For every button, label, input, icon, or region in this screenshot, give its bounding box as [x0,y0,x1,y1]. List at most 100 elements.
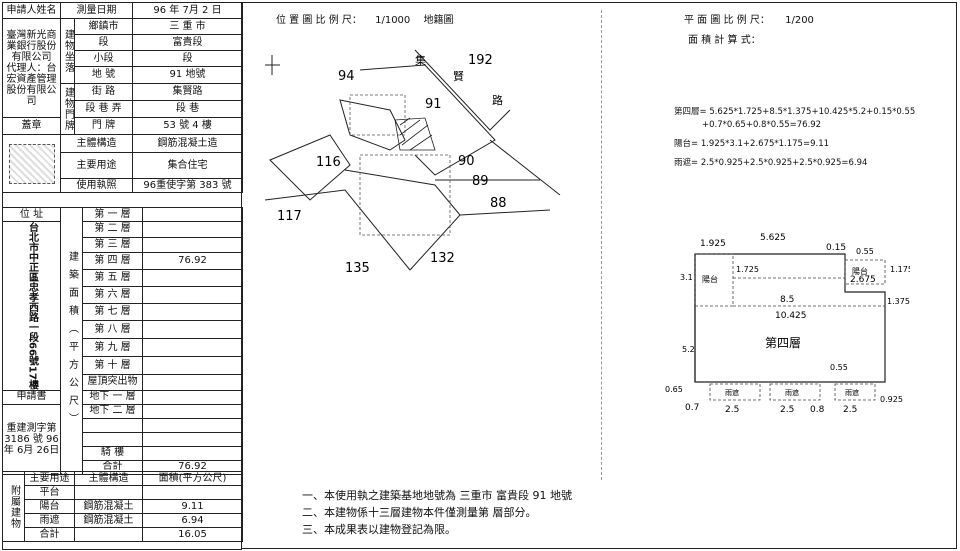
township: 三 重 市 [132,18,243,35]
dimension-label: 0.55 [830,363,848,372]
subsection-label: 小段 [74,50,133,67]
area-calc-label: 面 積 計 算 式： [688,35,761,46]
area-formulas: 第四層= 5.625*1.725+8.5*1.375+10.425*5.2+0.… [674,106,915,170]
floor-label-2: 第 三 層 [82,236,143,254]
canopy-label: 雨遮 [785,388,799,397]
number: 53 號 4 樓 [132,117,243,135]
canopy-area [834,383,876,401]
dimension-label: 5.2 [682,345,695,354]
north-arrow-icon [265,55,280,75]
attached-area-0 [142,485,243,500]
dimension-label: 2.675 [850,275,876,285]
balcony-label: 陽台 [702,274,718,284]
floor-plan: 1.925 5.625 0.15 0.55 3.1 1.725 2.675 1.… [665,233,910,415]
drawing-frame [241,2,957,549]
floor-value-0 [142,207,243,222]
dimension-label: 0.7 [685,403,699,413]
lot-number: 94 [338,69,355,84]
floor-label-15: 騎 樓 [82,445,143,461]
floor-label-7: 第 八 層 [82,320,143,340]
road-label: 賢 [453,70,464,83]
formula-line: 雨遮= 2.5*0.925+2.5*0.925+2.5*0.925=6.94 [674,158,868,168]
attached-area-3: 16.05 [142,527,243,542]
floor-plan-title: 平 面 圖 比 例 尺： [684,15,770,26]
floor-label-12: 地下 二 層 [82,403,143,419]
attached-area-2: 6.94 [142,513,243,528]
road-label: 集 [415,53,426,67]
lot-number: 90 [458,154,475,169]
floor-label-14 [82,431,143,447]
attached-use-0: 平台 [24,485,75,500]
lot-number: 117 [277,209,302,224]
attached-label: 附屬建物 [2,471,25,542]
lot-boundary [269,134,351,201]
applicant-name-text: 臺灣新光商業銀行股份有限公司 [6,29,57,63]
street: 集賢路 [132,83,243,101]
township-label: 鄉鎮市 [74,18,133,35]
canopy-area [709,383,761,401]
dimension-label: 2.5 [725,405,739,415]
attached-structure-3 [74,527,143,542]
floor-label-5: 第 六 層 [82,285,143,304]
use: 集合住宅 [132,152,243,179]
floor-value-10 [142,374,243,391]
survey-date: 96 年 7月 2 日 [132,2,243,19]
applicant-block: 申請人姓名 測量日期 96 年 7月 2 日 臺灣新光商業銀行股份有限公司 代理… [2,2,243,193]
floor-value-13 [142,417,243,433]
floor-value-3: 76.92 [142,252,243,271]
floor-value-2 [142,236,243,254]
permit-label: 使用執照 [60,178,133,193]
use-label: 主要用途 [60,152,133,179]
attached-structure-1: 鋼筋混凝土 [74,499,143,514]
area-divider [733,277,885,307]
dimension-label: 5.625 [760,233,786,243]
floor-value-7 [142,320,243,340]
floor-label-13 [82,417,143,433]
attached-area-1: 9.11 [142,499,243,514]
floor-value-9 [142,356,243,376]
floor-label-3: 第 四 層 [82,252,143,271]
road-label: 路 [492,94,503,107]
location-map-scale: 1/1000 [375,15,411,26]
road-line [414,49,511,131]
street-label: 街 路 [74,83,133,101]
building-outline [359,154,451,236]
attached-header-structure: 主體構造 [74,471,143,486]
balcony-label: 陽台 [852,266,868,276]
attached-header-use: 主要用途 [24,471,75,486]
floor-label-9: 第 十 層 [82,356,143,376]
lane: 段 巷 [132,100,243,118]
floor-value-4 [142,269,243,287]
note-line: 三、本成果表以建物登記為限。 [302,523,456,536]
dimension-label: 0.15 [826,243,846,253]
lot-boundary [359,64,496,176]
hatch-lines [399,117,433,151]
dimension-label: 2.5 [843,405,857,415]
floor-label-8: 第 九 層 [82,338,143,358]
lot-boundary [344,169,461,271]
canopy-area [769,383,821,401]
lot-number: 89 [472,174,489,189]
applicant-name: 臺灣新光商業銀行股份有限公司 代理人：台宏資產管理股份有限公司 [2,18,61,118]
survey-date-label: 測量日期 [60,2,133,19]
floor-value-15 [142,445,243,461]
dimension-label: 0.8 [810,405,825,415]
structure: 鋼筋混凝土造 [132,134,243,153]
attached-structure-0 [74,485,143,500]
floor-value-11 [142,389,243,405]
area-header: 建築面積（平方公尺） [60,207,83,475]
notes: 一、本使用執之建築基地地號為 三重市 富貴段 91 地號 二、本建物係十三層建物… [302,487,572,538]
lot-number: 132 [430,251,455,266]
floor-label-0: 第 一 層 [82,207,143,222]
drawing-divider [601,10,602,480]
floor-value-12 [142,403,243,419]
lot-boundary [339,99,406,151]
attached-use-1: 陽台 [24,499,75,514]
formula-line: 第四層= 5.625*1.725+8.5*1.375+10.425*5.2+0.… [674,107,916,117]
building-location-label: 建物坐落 [60,18,75,84]
dimension-label: 0.55 [856,247,874,256]
location-map-title: 位 置 圖 比 例 尺： [276,15,362,26]
cadastral-map: 192 94 91 116 90 89 88 117 135 132 集 賢 路 [264,49,561,276]
attached-use-3: 合計 [24,527,75,542]
floor-label-6: 第 七 層 [82,302,143,322]
